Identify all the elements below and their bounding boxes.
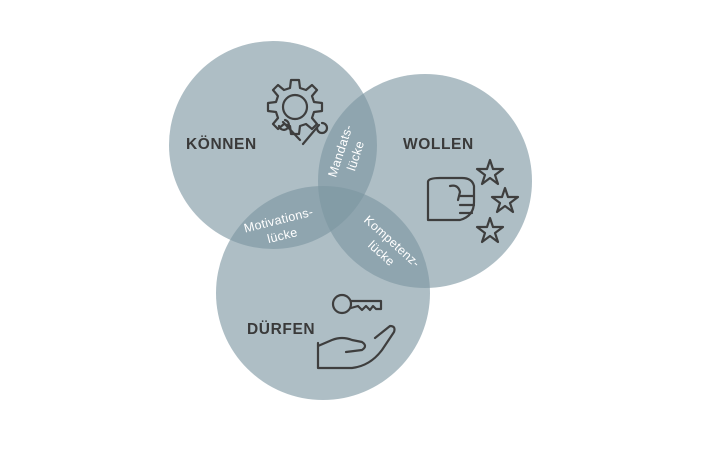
fist-stars-icon <box>426 158 520 244</box>
key-hand-icon <box>316 293 396 370</box>
circle-duerfen <box>216 186 430 400</box>
label-koennen: KÖNNEN <box>186 136 257 153</box>
gear-wrench-icon <box>266 78 329 146</box>
label-wollen: WOLLEN <box>403 136 474 153</box>
label-duerfen: DÜRFEN <box>247 321 315 338</box>
